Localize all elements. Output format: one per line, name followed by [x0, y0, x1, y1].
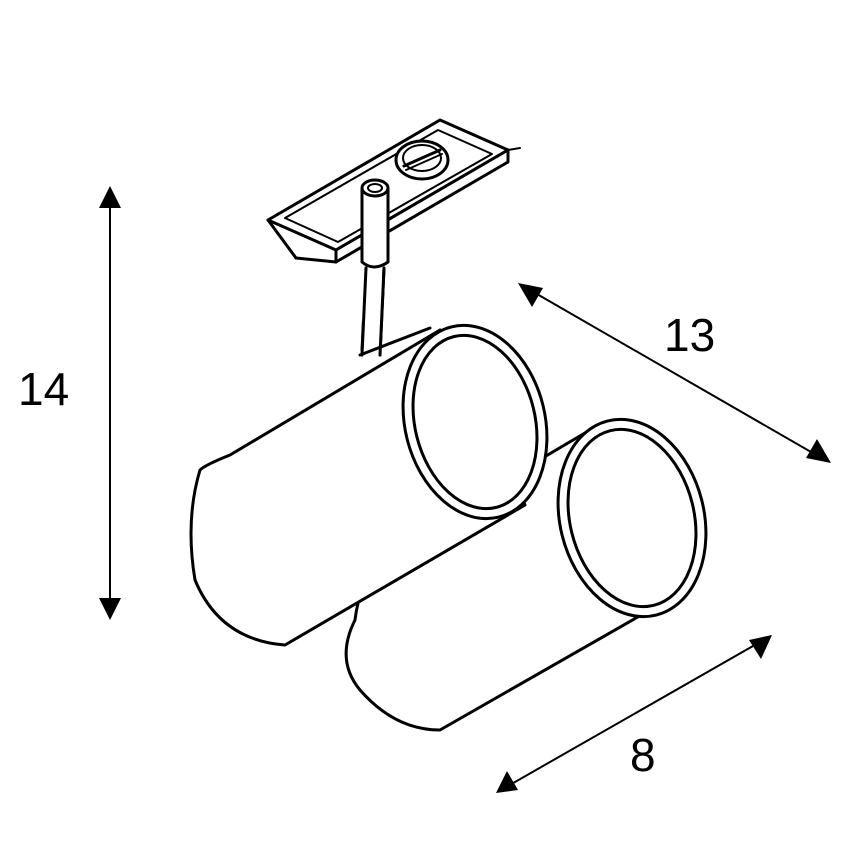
spot-head-upper: [189, 323, 549, 647]
screw-icon: [394, 139, 450, 181]
track-adapter-icon: [266, 118, 521, 264]
height-dimension-arrow: [99, 186, 121, 620]
mounting-rod: [360, 178, 390, 357]
length-dimension-label: 13: [664, 309, 716, 361]
length-dimension-arrow: [518, 283, 831, 463]
width-dimension-label: 8: [630, 729, 656, 781]
height-dimension-label: 14: [18, 363, 70, 415]
spot-head-lower: [344, 417, 708, 732]
width-dimension-arrow: [496, 635, 772, 793]
